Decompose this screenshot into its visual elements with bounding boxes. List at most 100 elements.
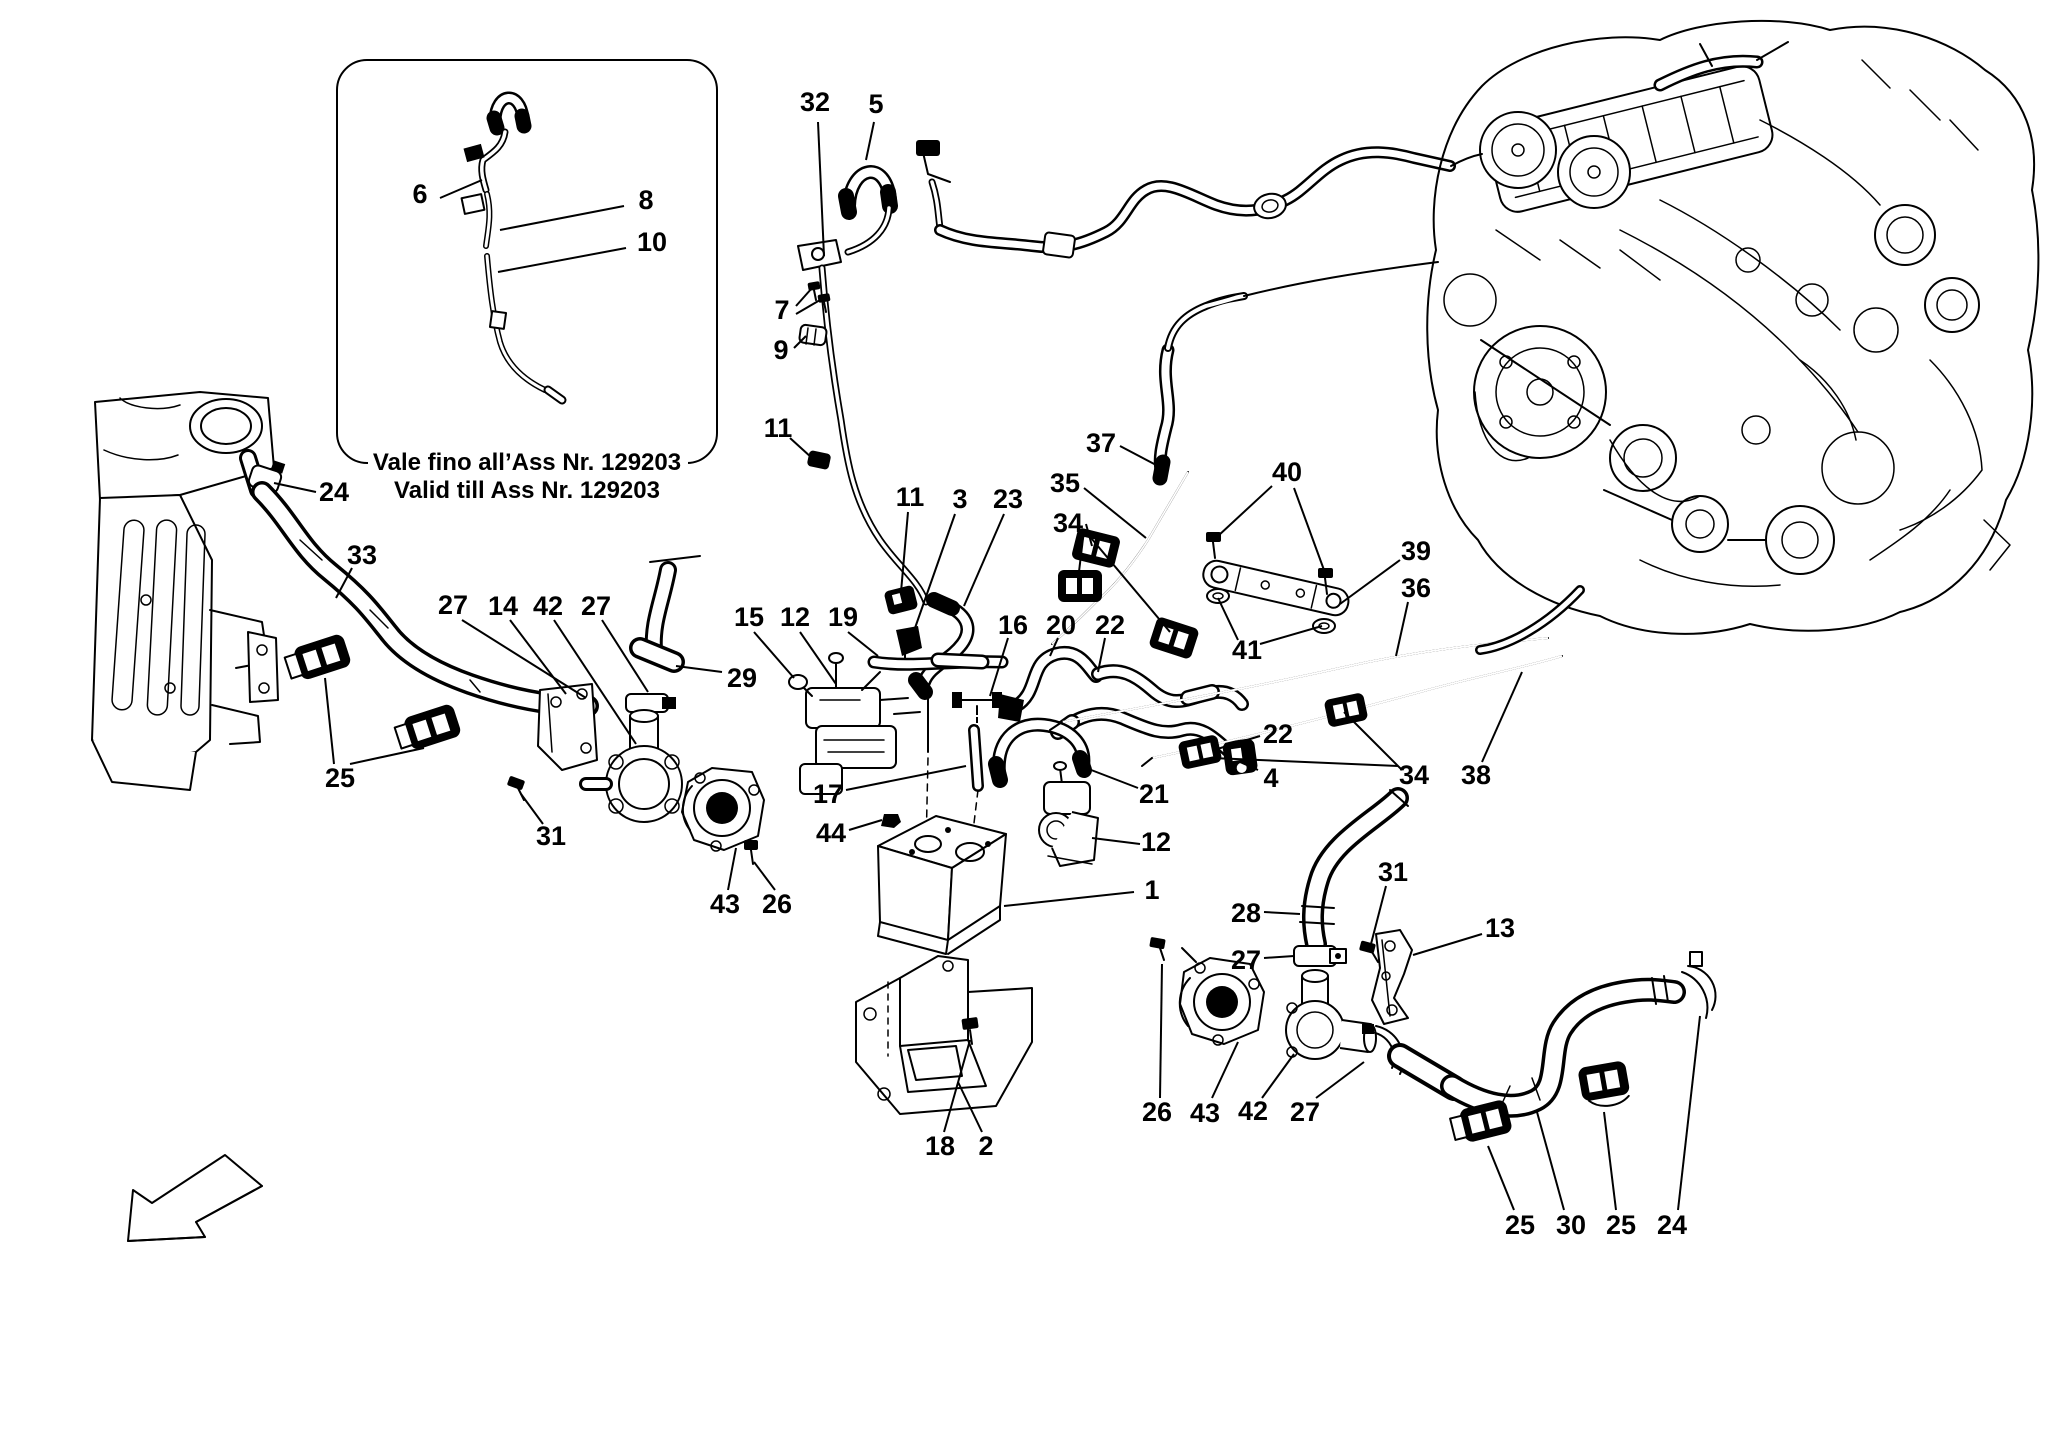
- hose-28: [1299, 787, 1409, 955]
- callout-6-inset-leader: [439, 179, 483, 199]
- callout-8-inset: 8: [638, 185, 653, 215]
- callout-43b-leader: [1211, 1041, 1239, 1099]
- callout-5: 5: [868, 89, 883, 119]
- callout-4-leader: [1239, 761, 1259, 771]
- callout-27d: 27: [1290, 1097, 1320, 1127]
- callout-9: 9: [773, 335, 788, 365]
- callout-32-leader: [817, 121, 825, 257]
- callout-19: 19: [828, 602, 858, 632]
- callout-7: 7: [774, 295, 789, 325]
- callout-25b-leader: [1487, 1145, 1515, 1211]
- callout-2: 2: [978, 1131, 993, 1161]
- hose-30: [1387, 975, 1686, 1118]
- callout-14-leader: [509, 619, 567, 695]
- connector-clip-34-b: [1058, 570, 1102, 602]
- inset-box: Vale fino all’Ass Nr. 129203 Valid till …: [336, 59, 718, 504]
- callout-21-leader: [1085, 767, 1139, 789]
- bolt-26-right: [1149, 937, 1166, 961]
- hose-22-upper: [1091, 664, 1249, 711]
- callout-25c-leader: [1603, 1111, 1617, 1211]
- callout-2-leader: [957, 1081, 983, 1133]
- callout-27a: 27: [438, 590, 468, 620]
- callout-42b-leader: [1261, 1053, 1295, 1099]
- solenoid-valve-25-b: [393, 704, 461, 750]
- callout-37-leader: [1119, 445, 1159, 467]
- callout-19-leader: [847, 631, 879, 657]
- solenoid-valve-12-right: [1038, 761, 1099, 867]
- callout-21: 21: [1139, 779, 1169, 809]
- hose-23: [908, 592, 975, 700]
- callout-11b-leader: [900, 511, 909, 593]
- inset-hose-illustration: [460, 91, 567, 405]
- water-union-42-right: [1285, 969, 1377, 1060]
- callout-27c-leader: [1263, 955, 1295, 959]
- callout-12b-leader: [1091, 837, 1141, 845]
- callout-25a-leader: [349, 747, 425, 765]
- callout-12a: 12: [780, 602, 810, 632]
- callout-31b: 31: [1378, 857, 1408, 887]
- callout-22a-leader: [1097, 637, 1106, 673]
- callout-24b: 24: [1657, 1210, 1687, 1240]
- callout-27b-leader: [601, 619, 649, 693]
- callout-27b: 27: [581, 591, 611, 621]
- solenoid-valve-25-c: [1449, 1100, 1512, 1142]
- callout-44: 44: [816, 818, 846, 848]
- washer-41-a: [1206, 588, 1230, 604]
- clamp-27-c: [1293, 945, 1347, 967]
- connector-clip-34-c: [1149, 617, 1199, 659]
- intercooler-illustration: [91, 391, 279, 791]
- callout-10-inset-leader: [497, 247, 627, 273]
- bolt-40-b: [1318, 568, 1333, 595]
- callout-41-leader: [1217, 597, 1239, 641]
- hose-21: [988, 717, 1092, 788]
- solenoid-valve-25-a: [283, 634, 351, 680]
- rod-36: [1049, 637, 1549, 731]
- callout-42a-leader: [553, 619, 637, 745]
- callout-4: 4: [1263, 763, 1278, 793]
- callout-15-leader: [753, 631, 795, 679]
- direction-arrow-icon: [127, 1154, 263, 1242]
- callout-25a: 25: [325, 763, 355, 793]
- callout-25a-leader: [324, 677, 335, 765]
- callout-44-leader: [848, 819, 883, 831]
- callout-31a-leader: [520, 793, 544, 825]
- callout-26a: 26: [762, 889, 792, 919]
- callout-39-leader: [1339, 559, 1401, 605]
- nut-44: [881, 814, 901, 828]
- leader-lines: [273, 121, 1701, 1211]
- pump-cover-43-right: [1178, 947, 1265, 1046]
- pipe-17: [925, 687, 984, 849]
- callout-10-inset: 10: [637, 227, 667, 257]
- callout-27a-leader: [461, 619, 587, 699]
- callout-22b: 22: [1263, 719, 1293, 749]
- callout-40-leader: [1293, 487, 1325, 571]
- callout-30: 30: [1556, 1210, 1586, 1240]
- grommet-9: [798, 323, 828, 347]
- hose-20: [998, 645, 1103, 722]
- callout-33-leader: [335, 567, 353, 599]
- callout-1: 1: [1144, 875, 1159, 905]
- callout-20: 20: [1046, 610, 1076, 640]
- callout-22a: 22: [1095, 610, 1125, 640]
- clamp-27-left: [625, 693, 676, 713]
- callout-34a-leader: [1077, 529, 1085, 581]
- tee-fitting-16: [952, 692, 1002, 731]
- callout-23-leader: [963, 513, 1005, 607]
- clamp-24-right: [1681, 951, 1717, 1019]
- clip-11-top: [807, 450, 831, 470]
- callout-12b: 12: [1141, 827, 1171, 857]
- callout-13: 13: [1485, 913, 1515, 943]
- pump-cover-43-left: [681, 767, 765, 852]
- bolt-18: [961, 1017, 979, 1045]
- callout-24b-leader: [1677, 1015, 1701, 1211]
- callout-36: 36: [1401, 573, 1431, 603]
- callout-3-leader: [914, 513, 956, 629]
- callout-5-leader: [865, 121, 875, 161]
- callout-17: 17: [813, 779, 843, 809]
- callout-34b-leader: [1211, 757, 1399, 767]
- washer-41-b: [1312, 618, 1336, 634]
- callout-18: 18: [925, 1131, 955, 1161]
